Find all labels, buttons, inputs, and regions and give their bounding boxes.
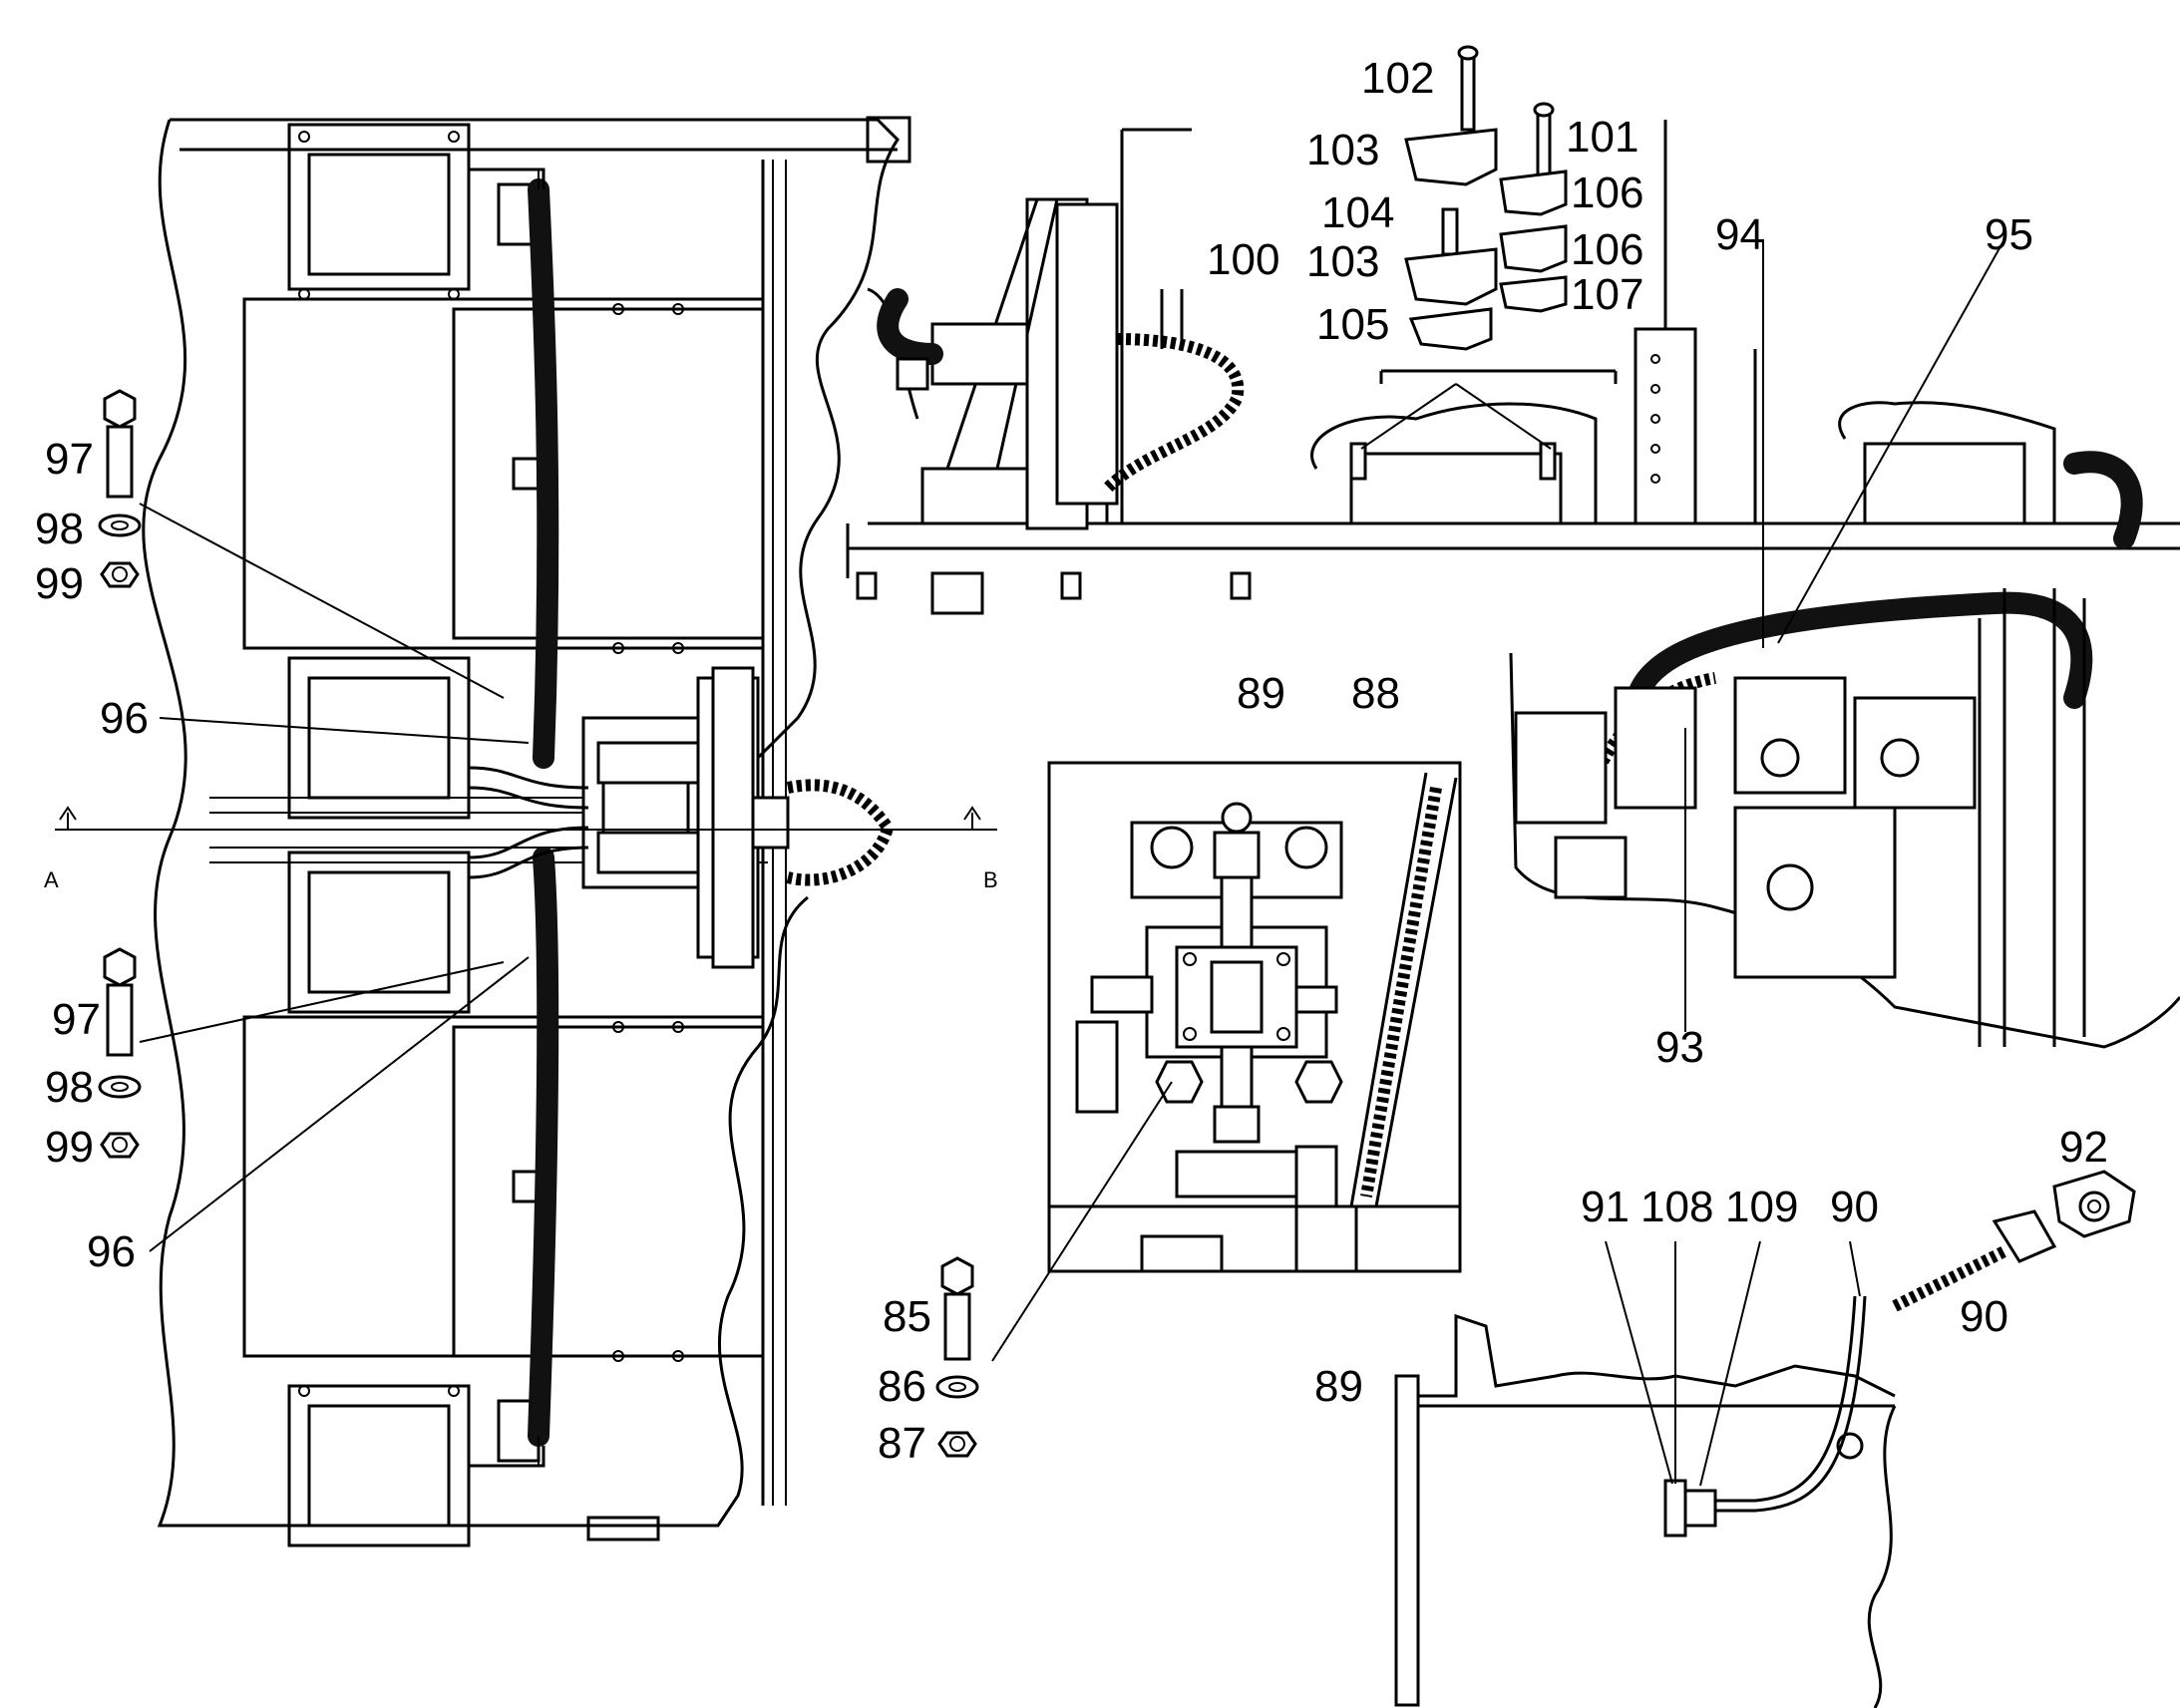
callout-96-upper: 96 bbox=[100, 694, 149, 743]
callout-97-upper: 97 bbox=[45, 435, 94, 484]
callout-91: 91 bbox=[1581, 1183, 1630, 1231]
callout-107: 107 bbox=[1571, 270, 1643, 319]
callout-94: 94 bbox=[1715, 210, 1764, 259]
callout-105: 105 bbox=[1316, 300, 1389, 349]
callout-88: 88 bbox=[1351, 669, 1400, 718]
callout-92: 92 bbox=[2059, 1123, 2108, 1172]
callout-106-upper: 106 bbox=[1571, 169, 1643, 217]
tank-fitting-detail bbox=[1394, 1240, 1897, 1708]
callout-86: 86 bbox=[878, 1362, 926, 1411]
section-mark-b: B bbox=[983, 867, 998, 892]
bolt-washer-nut-stack-bottom bbox=[98, 947, 530, 1252]
callout-109: 109 bbox=[1725, 1183, 1798, 1231]
valve-block-detail bbox=[1509, 238, 2180, 1049]
callout-97-lower: 97 bbox=[52, 995, 101, 1044]
adapter-fitting-exploded bbox=[1892, 1170, 2136, 1312]
callout-98-lower: 98 bbox=[45, 1063, 94, 1112]
manifold-detail bbox=[1047, 761, 1462, 1273]
callout-99-upper: 99 bbox=[35, 559, 84, 608]
callout-96-lower: 96 bbox=[87, 1227, 136, 1276]
callout-108: 108 bbox=[1640, 1183, 1713, 1231]
callout-106-lower: 106 bbox=[1571, 225, 1643, 274]
callout-90-lower: 90 bbox=[1960, 1292, 2008, 1341]
callout-100: 100 bbox=[1207, 235, 1279, 284]
callout-101: 101 bbox=[1566, 113, 1638, 162]
callout-85: 85 bbox=[883, 1292, 931, 1341]
bolt-washer-nut-stack-top bbox=[98, 389, 530, 744]
callout-89-upper: 89 bbox=[1237, 669, 1285, 718]
callout-87: 87 bbox=[878, 1419, 926, 1468]
callout-103-upper: 103 bbox=[1306, 126, 1379, 174]
callout-labels: 102 103 104 103 105 101 106 106 107 100 … bbox=[35, 54, 2108, 1468]
callout-99-lower: 99 bbox=[45, 1123, 94, 1172]
left-frame-assembly: A B bbox=[44, 116, 998, 1547]
callout-93: 93 bbox=[1655, 1023, 1704, 1072]
section-mark-a: A bbox=[44, 867, 59, 892]
bolt-washer-nut-stack-center bbox=[935, 1081, 1173, 1458]
callout-102: 102 bbox=[1361, 54, 1434, 103]
upper-side-view bbox=[846, 45, 2180, 615]
callout-98-upper: 98 bbox=[35, 505, 84, 553]
callout-89-lower: 89 bbox=[1314, 1362, 1363, 1411]
callout-90-upper: 90 bbox=[1830, 1183, 1879, 1231]
callout-95: 95 bbox=[1985, 210, 2033, 259]
callout-103-lower: 103 bbox=[1306, 237, 1379, 286]
callout-104: 104 bbox=[1321, 188, 1394, 237]
